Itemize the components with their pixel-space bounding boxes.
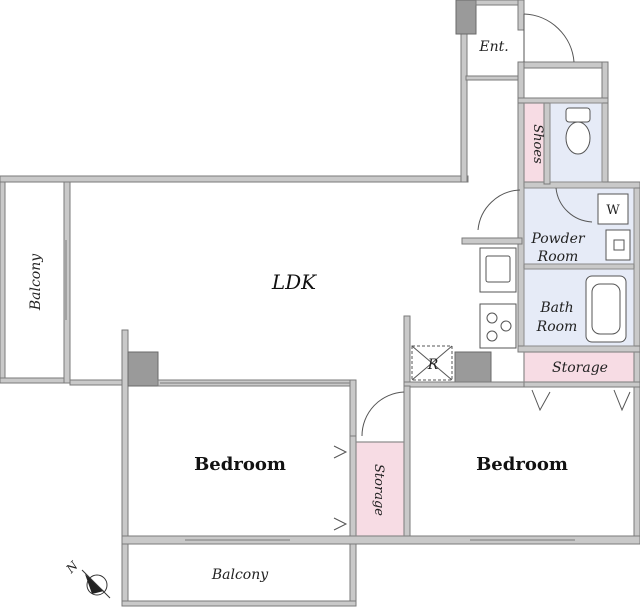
compass-axis bbox=[81, 569, 111, 599]
washer-label: W bbox=[606, 203, 620, 218]
door-arc-powder-inner bbox=[555, 187, 593, 223]
door-fold-storage-right-a bbox=[531, 389, 551, 412]
washer-box bbox=[597, 193, 629, 225]
wall-wet-left bbox=[517, 61, 525, 353]
wall-balcony-bottom-left bbox=[121, 543, 129, 607]
wall-toilet-right bbox=[601, 61, 609, 189]
compass-north-label: N bbox=[63, 558, 81, 576]
wall-wet-top bbox=[517, 181, 640, 189]
label-balcony-bottom: Balcony bbox=[211, 567, 269, 583]
powder-sink-basin bbox=[613, 239, 625, 251]
wall-ldk-bottom-left bbox=[69, 379, 129, 386]
label-balcony-left: Balcony bbox=[28, 253, 44, 311]
labels: LDK Ent. Shoes Powder Room Bath Room Sto… bbox=[28, 39, 608, 583]
wall-bedroom-left-right bbox=[349, 435, 357, 541]
toilet-tank bbox=[565, 107, 591, 123]
wall-ent-step bbox=[465, 75, 525, 81]
refrigerator-label: R bbox=[427, 357, 439, 373]
door-arc-bedroom bbox=[361, 391, 405, 437]
storage-center bbox=[355, 441, 405, 537]
label-ent: Ent. bbox=[478, 39, 508, 55]
fixtures: W R bbox=[411, 107, 631, 381]
door-fold-storage-right-b bbox=[613, 389, 631, 412]
refrigerator-x2 bbox=[411, 345, 453, 381]
wall-balcony-left-bottom bbox=[0, 377, 71, 384]
label-shoes: Shoes bbox=[530, 124, 545, 164]
label-bath-2: Room bbox=[536, 319, 578, 335]
label-storage-right: Storage bbox=[552, 360, 608, 376]
wall-bedroom-right-top-left bbox=[403, 315, 411, 387]
wall-storage-top bbox=[517, 345, 640, 353]
shoes-cabinet bbox=[523, 102, 545, 183]
wall-kitchen-top bbox=[461, 237, 523, 245]
wall-ldk-top bbox=[0, 175, 469, 183]
compass: N bbox=[63, 558, 111, 599]
door-fold-storage-bottom bbox=[333, 517, 348, 531]
burner-2 bbox=[500, 320, 512, 332]
wall-ent-left bbox=[460, 0, 468, 183]
door-arc-powder bbox=[477, 189, 521, 231]
wall-ent-bottom bbox=[517, 61, 609, 69]
label-ldk: LDK bbox=[271, 270, 317, 294]
wall-ent-door-jamb bbox=[517, 0, 525, 31]
wall-right-outer bbox=[633, 181, 640, 545]
label-bedroom-right: Bedroom bbox=[476, 454, 568, 475]
wall-balcony-bottom-base bbox=[121, 600, 357, 607]
wall-column-top bbox=[455, 0, 477, 35]
wall-bedroom-right-top bbox=[403, 381, 525, 388]
wall-ent-top bbox=[475, 0, 521, 6]
door-arc-entrance bbox=[523, 13, 575, 63]
label-powder-2: Room bbox=[537, 249, 579, 265]
wall-bedroom-left-right-upper bbox=[349, 379, 357, 443]
label-bath-1: Bath bbox=[539, 300, 573, 316]
wall-column-mid bbox=[454, 351, 492, 387]
label-powder-1: Powder bbox=[530, 231, 586, 247]
burner-1 bbox=[486, 312, 498, 324]
doors bbox=[333, 13, 631, 531]
wall-balcony-left-outer bbox=[0, 175, 6, 384]
label-bedroom-left: Bedroom bbox=[194, 454, 286, 475]
wall-toilet-top bbox=[517, 97, 609, 104]
wall-column-left bbox=[127, 351, 159, 387]
kitchen-sink bbox=[485, 255, 511, 283]
wall-storage-bottom bbox=[517, 381, 640, 388]
compass-needle-icon bbox=[85, 574, 104, 594]
burner-3 bbox=[486, 330, 498, 342]
bathtub-inner bbox=[591, 283, 621, 335]
wall-storage-center-right bbox=[403, 385, 411, 541]
windows bbox=[65, 240, 575, 541]
label-storage-center: Storage bbox=[371, 464, 386, 516]
toilet-bowl bbox=[565, 121, 591, 155]
wall-balcony-bottom-right bbox=[349, 543, 357, 607]
wall-ldk-left bbox=[63, 181, 71, 384]
door-fold-storage-top bbox=[333, 445, 348, 459]
storage-right bbox=[523, 351, 635, 383]
